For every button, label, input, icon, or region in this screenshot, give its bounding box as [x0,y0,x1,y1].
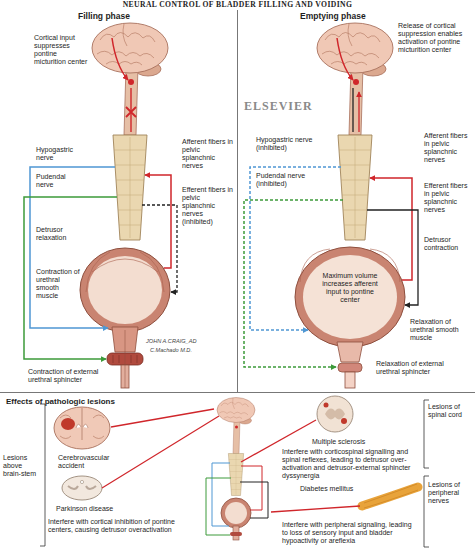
annotation-label: Interfere with cortical inhibition of po… [48,518,198,534]
annotation-label: Efferent fibers in pelvic splanchnic ner… [182,186,234,226]
annotation-label: Relaxation of urethral smooth muscle [410,318,472,342]
annotation-label: Detrusor contraction [424,236,472,252]
annotation-label: Afferent fibers in pelvic splanchnic ner… [424,132,472,164]
artist-signature: C.Machado M.D. [150,347,192,353]
annotation-label: Parkinson disease [56,505,136,513]
artist-signature: JOHN A.CRAIG_AD [146,338,196,344]
annotation-label: Cortical input suppresses pontine mictur… [34,34,90,66]
phase-panel: Emptying phaseRelease of cortical suppre… [238,10,475,392]
phase-panel: Filling phaseCortical input suppresses p… [0,10,238,392]
annotation-label: Lesions of spinal cord [428,403,472,419]
annotation-label: Afferent fibers in pelvic splanchnic ner… [182,138,234,170]
annotation-label: Relaxation of external urethral sphincte… [376,360,468,376]
annotation-label: Detrusor relaxation [36,226,80,242]
annotation-label: Interfere with peripheral signaling, lea… [282,521,418,545]
annotation-label: Pudendal nerve [36,173,82,189]
annotation-label: Interfere with corticospinal signalling … [282,448,418,480]
annotation-label: Efferent fibers in pelvic splanchnic ner… [424,182,472,214]
diagram-title: NEURAL CONTROL OF BLADDER FILLING AND VO… [0,1,475,10]
annotation-label: Release of cortical suppression enables … [398,22,472,54]
annotation-label: Lesions of peripheral nerves [428,481,472,505]
watermark: ELSEVIER [244,100,313,114]
annotation-label: Hypogastric nerve (inhibited) [256,136,316,152]
annotation-label: Pudendal nerve (inhibited) [256,172,316,188]
annotation-label: Maximum volume increases afferent input … [318,272,382,304]
panel-heading: Emptying phase [300,12,390,22]
annotation-label: Diabetes mellitus [300,485,356,493]
annotation-label: Hypogastric nerve [36,146,86,162]
annotation-label: Multiple sclerosis [312,438,392,446]
annotation-label: Cerebrovascular accident [58,454,128,470]
panel-heading: Effects of pathologic lesions [6,397,176,406]
annotation-label: Contraction of urethral smooth muscle [36,268,80,300]
annotation-label: Lesions above brain-stem [3,454,41,478]
annotation-label: Contraction of external urethral sphinct… [28,368,112,384]
panel-heading: Filling phase [78,12,168,22]
phase-panel: Effects of pathologic lesionsLesions abo… [0,392,475,550]
